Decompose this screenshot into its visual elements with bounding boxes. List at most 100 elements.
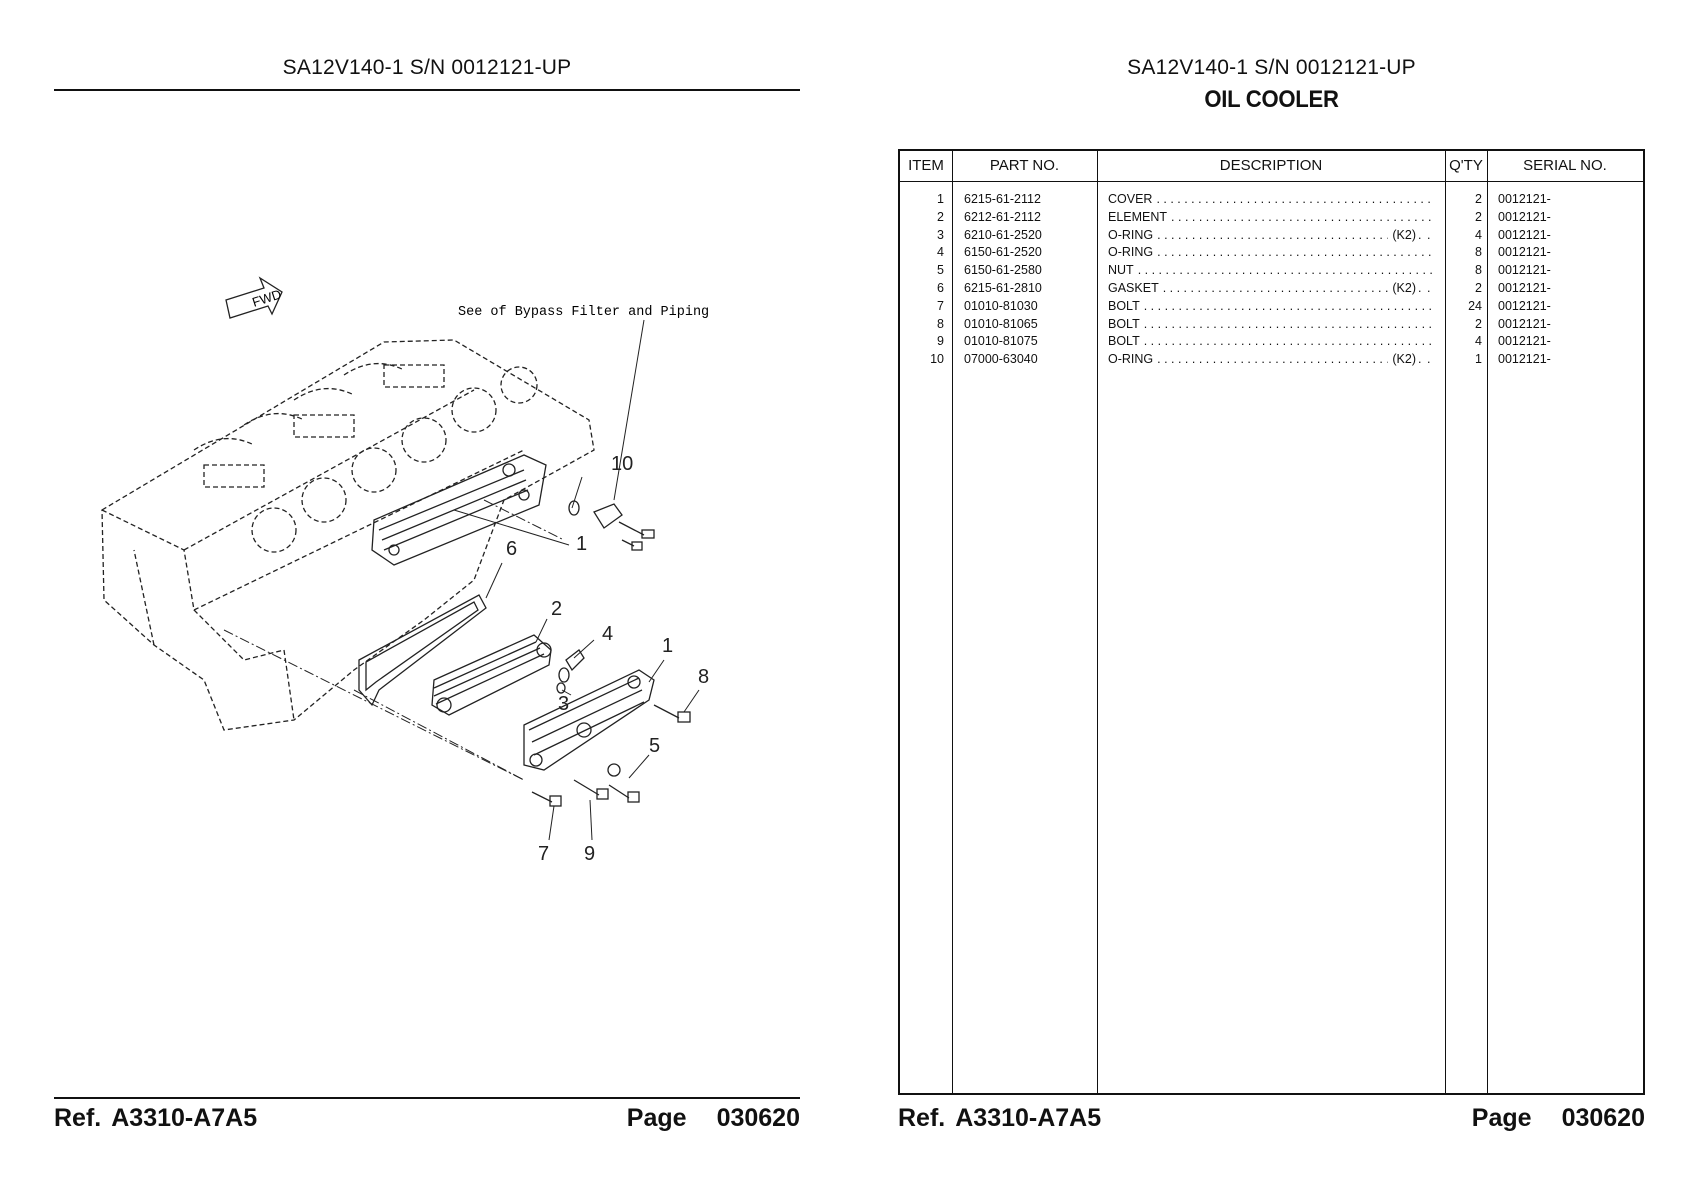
left-footer-rule — [54, 1097, 800, 1099]
row-part-no: 01010-81030 — [964, 298, 1038, 313]
row-serial: 0012121- — [1498, 316, 1551, 331]
left-footer-ref: Ref. A3310-A7A5 — [54, 1104, 257, 1133]
row-item: 1 — [937, 192, 944, 206]
desc-note — [1436, 316, 1438, 334]
desc-text: BOLT — [1108, 298, 1140, 313]
callout-1-upper: 1 — [576, 533, 587, 555]
column-serial — [1487, 151, 1644, 1093]
column-part — [952, 151, 1098, 1093]
row-item: 3 — [937, 227, 944, 242]
mounted-cover-drawing — [371, 454, 547, 566]
row-serial: 0012121- — [1498, 245, 1551, 260]
table-row: 4 6150-61-2520 O-RING 8 0012121- — [900, 244, 1643, 262]
row-part-no: 01010-81075 — [964, 334, 1038, 349]
callout-2: 2 — [551, 598, 562, 620]
left-header-rule — [54, 89, 800, 91]
desc-text: O-RING — [1108, 245, 1154, 260]
right-header-title: SA12V140-1 S/N 0012121-UP — [1127, 56, 1416, 79]
desc-text: BOLT — [1108, 334, 1140, 349]
row-serial: 0012121- — [1498, 209, 1551, 224]
row-serial: 0012121- — [1498, 280, 1551, 295]
section-title: OIL COOLER — [1204, 86, 1339, 113]
table-header-row: ITEM PART NO. DESCRIPTION Q'TY SERIAL NO… — [900, 151, 1643, 182]
parts-table: ITEM PART NO. DESCRIPTION Q'TY SERIAL NO… — [898, 149, 1645, 1095]
element-drawing — [431, 634, 552, 716]
dot-leader — [1156, 191, 1432, 209]
bypass-note: See of Bypass Filter and Piping — [458, 305, 709, 320]
left-header-title: SA12V140-1 S/N 0012121-UP — [282, 56, 572, 79]
ref-code: A3310-A7A5 — [955, 1104, 1102, 1132]
dot-leader — [1163, 280, 1389, 298]
row-part-no: 01010-81065 — [964, 316, 1038, 331]
right-footer-ref: Ref. A3310-A7A5 — [898, 1104, 1101, 1133]
table-row: 10 07000-63040 O-RING(K2). . 1 0012121- — [900, 351, 1643, 369]
callout-8: 8 — [698, 666, 709, 688]
page-label: Page — [626, 1104, 687, 1132]
row-part-no: 6150-61-2580 — [964, 263, 1042, 278]
ref-code: A3310-A7A5 — [111, 1104, 258, 1132]
row-serial: 0012121- — [1498, 192, 1551, 206]
callout-10: 10 — [611, 453, 633, 475]
ref-label: Ref. — [898, 1104, 946, 1132]
dot-tail: . . — [1418, 227, 1432, 242]
callout-9: 9 — [584, 843, 595, 865]
dot-leader — [1144, 333, 1432, 351]
desc-text: COVER — [1108, 192, 1153, 206]
callout-1-lower: 1 — [662, 635, 673, 657]
row-qty: 24 — [1468, 298, 1482, 313]
desc-note: (K2) — [1392, 352, 1416, 367]
row-qty: 8 — [1475, 245, 1482, 260]
row-part-no: 07000-63040 — [964, 352, 1038, 367]
row-part-no: 6210-61-2520 — [964, 227, 1042, 242]
row-item: 2 — [937, 209, 944, 224]
ref-label: Ref. — [54, 1104, 102, 1132]
row-description: NUT — [1108, 262, 1438, 280]
engine-block-drawing — [101, 339, 595, 731]
row-description: GASKET(K2). . — [1108, 280, 1438, 298]
page-label: Page — [1471, 1104, 1532, 1132]
header-part-no: PART NO. — [989, 157, 1060, 174]
row-serial: 0012121- — [1498, 263, 1551, 278]
callout-6: 6 — [506, 538, 517, 560]
desc-note: (K2) — [1392, 227, 1416, 242]
dot-tail: . . — [1418, 280, 1432, 295]
table-row: 2 6212-61-2112 ELEMENT 2 0012121- — [900, 209, 1643, 227]
callout-7: 7 — [538, 843, 549, 865]
dot-leader — [1157, 227, 1388, 245]
row-serial: 0012121- — [1498, 298, 1551, 313]
row-qty: 1 — [1475, 352, 1482, 367]
row-qty: 2 — [1475, 280, 1482, 295]
table-row: 6 6215-61-2810 GASKET(K2). . 2 0012121- — [900, 280, 1643, 298]
callout-4: 4 — [602, 623, 613, 645]
table-row: 5 6150-61-2580 NUT 8 0012121- — [900, 262, 1643, 280]
right-page: SA12V140-1 S/N 0012121-UP OIL COOLER ITE… — [898, 0, 1645, 1190]
row-qty: 4 — [1475, 334, 1482, 349]
row-part-no: 6215-61-2810 — [964, 280, 1042, 295]
table-body: 1 6215-61-2112 COVER 2 0012121- 2 6212-6… — [900, 191, 1643, 369]
row-qty: 2 — [1475, 209, 1482, 224]
row-serial: 0012121- — [1498, 352, 1551, 367]
row-item: 6 — [937, 280, 944, 295]
o-ring-drawing — [556, 649, 585, 694]
row-description: COVER — [1108, 191, 1438, 209]
row-item: 7 — [937, 298, 944, 313]
row-description: BOLT — [1108, 333, 1438, 351]
desc-text: O-RING — [1108, 352, 1154, 367]
table-row: 8 01010-81065 BOLT 2 0012121- — [900, 316, 1643, 334]
row-part-no: 6215-61-2112 — [964, 192, 1041, 206]
dot-tail: . . — [1418, 352, 1432, 367]
header-qty: Q'TY — [1449, 157, 1483, 174]
desc-text: O-RING — [1108, 227, 1154, 242]
oil-cooler-exploded-diagram: FWD See of Bypass Filter and Piping 10 1… — [101, 276, 709, 865]
header-serial-no: SERIAL NO. — [1523, 157, 1607, 174]
table-row: 9 01010-81075 BOLT 4 0012121- — [900, 333, 1643, 351]
callout-5: 5 — [649, 735, 660, 757]
dot-leader — [1138, 262, 1432, 280]
callout-3: 3 — [558, 693, 569, 715]
row-part-no: 6150-61-2520 — [964, 245, 1042, 260]
row-qty: 4 — [1475, 227, 1482, 242]
